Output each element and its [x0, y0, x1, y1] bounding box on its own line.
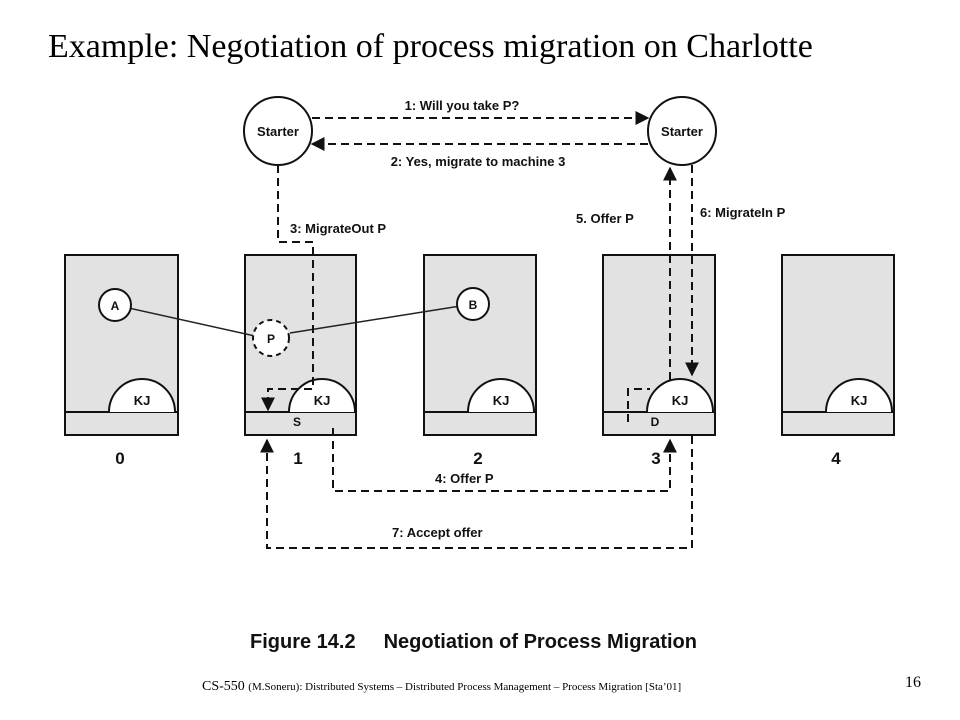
machine-number-1: 1	[293, 449, 302, 468]
message-2: 2: Yes, migrate to machine 3	[391, 154, 566, 169]
kernel-label-4: KJ	[851, 393, 868, 408]
kernel-shape	[825, 378, 893, 413]
figure-caption-text: Negotiation of Process Migration	[383, 631, 697, 653]
kernel-shape	[467, 378, 535, 413]
figure-number: Figure 14.2	[250, 631, 356, 653]
process-a: A	[98, 288, 132, 322]
arrow-7	[260, 436, 693, 549]
footer-detail: (M.Soneru): Distributed Systems – Distri…	[248, 681, 682, 693]
kernel-label-1: KJ	[314, 393, 331, 408]
kernel-shape	[288, 378, 356, 413]
page-number: 16	[905, 674, 921, 691]
starter-right-label: Starter	[661, 124, 703, 139]
arrow-3	[261, 165, 314, 412]
machine-number-2: 2	[473, 449, 482, 468]
svg-text:A: A	[111, 299, 120, 313]
figure-caption: Figure 14.2 Negotiation of Process Migrat…	[250, 631, 697, 654]
machine-2: KJ	[423, 254, 537, 436]
starter-right: Starter	[647, 96, 717, 166]
machine-0: KJ	[64, 254, 179, 436]
slide-footer: CS-550 (M.Soneru): Distributed Systems –…	[202, 679, 681, 695]
message-1: 1: Will you take P?	[405, 98, 520, 113]
machine-number-4: 4	[831, 449, 841, 468]
process-b: B	[456, 287, 490, 321]
starter-left-label: Starter	[257, 124, 299, 139]
starter-left: Starter	[243, 96, 313, 166]
message-6: 6: MigrateIn P	[700, 205, 786, 220]
arrow-4	[332, 428, 677, 492]
svg-text:P: P	[267, 332, 275, 346]
kernel-label-3: KJ	[672, 393, 689, 408]
kernel-label-0: KJ	[134, 393, 151, 408]
kernel-shape	[646, 378, 714, 413]
svg-text:B: B	[469, 298, 478, 312]
machine-number-0: 0	[115, 449, 124, 468]
slide-title: Example: Negotiation of process migratio…	[48, 28, 813, 65]
dest-entry-path	[627, 388, 650, 422]
message-4: 4: Offer P	[435, 471, 494, 486]
link-b-p	[289, 303, 474, 334]
machine-number-3: 3	[651, 449, 660, 468]
process-p: P	[252, 319, 290, 357]
source-label: S	[293, 415, 301, 429]
machine-3: KJ	[602, 254, 716, 436]
dest-label: D	[651, 415, 660, 429]
message-3: 3: MigrateOut P	[290, 221, 386, 236]
link-a-p	[114, 304, 256, 337]
kernel-shape	[108, 378, 176, 413]
kernel-label-2: KJ	[493, 393, 510, 408]
footer-course: CS-550	[202, 679, 245, 694]
machine-4: KJ	[781, 254, 895, 436]
message-5: 5. Offer P	[576, 211, 634, 226]
message-7: 7: Accept offer	[392, 525, 483, 540]
